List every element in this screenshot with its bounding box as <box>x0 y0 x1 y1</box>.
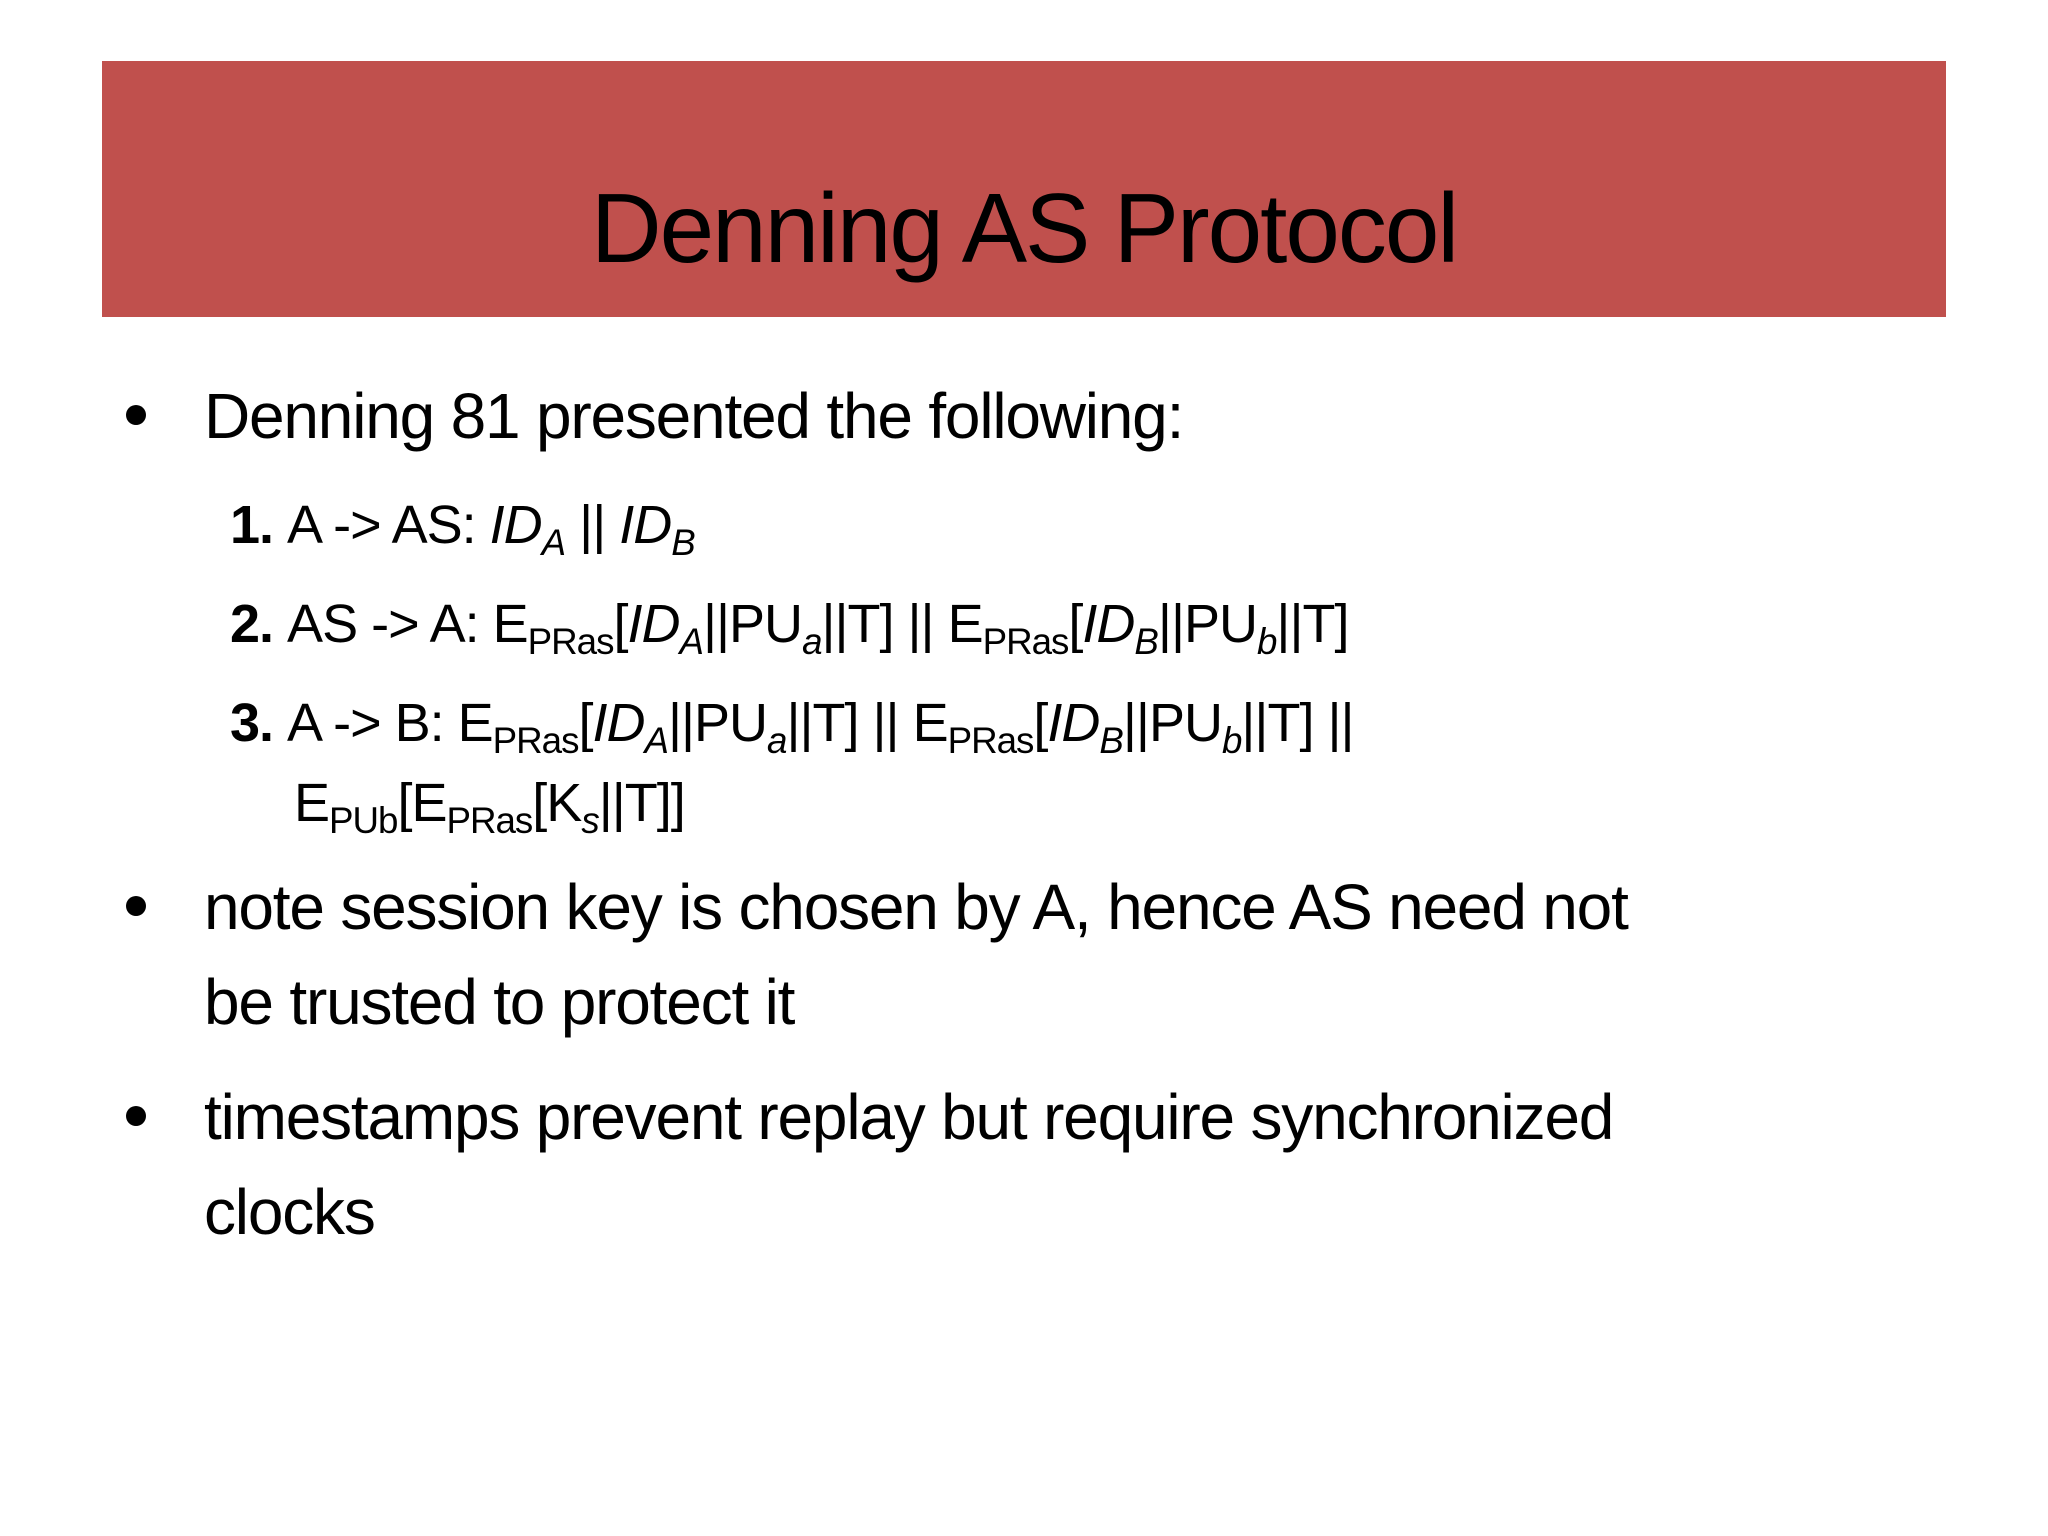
step-text: ||T] || <box>1241 693 1354 753</box>
step-text: ||PU <box>702 594 803 654</box>
step-text: [ <box>1068 594 1083 654</box>
step-text: A -> B: E <box>287 693 494 753</box>
step-number: 2. <box>230 594 274 654</box>
bullet-icon <box>126 1106 146 1126</box>
subscript: B <box>1134 620 1158 662</box>
step-text: ||PU <box>1157 594 1258 654</box>
subscript: a <box>802 620 822 662</box>
identifier: ID <box>1082 594 1135 654</box>
step-number: 3. <box>230 693 274 753</box>
step-text: E <box>294 773 330 833</box>
identifier: ID <box>627 594 680 654</box>
subscript: PRas <box>527 620 615 662</box>
identifier: ID <box>619 495 672 555</box>
step-text: ||T]] <box>598 773 686 833</box>
step-text: [ <box>578 693 593 753</box>
protocol-step-3: 3.A -> B: EPRas[IDA||PUa||T] || EPRas[ID… <box>230 693 1355 759</box>
step-text: ||T] <box>1276 594 1349 654</box>
subscript: PRas <box>492 719 580 761</box>
subscript: PRas <box>947 719 1035 761</box>
subscript: PRas <box>982 620 1070 662</box>
concat-operator: || <box>565 495 620 555</box>
step-text: A -> AS: <box>287 495 490 555</box>
bullet-icon <box>126 405 146 425</box>
step-text: [ <box>613 594 628 654</box>
identifier: ID <box>592 693 645 753</box>
step-text: [E <box>397 773 447 833</box>
step-number: 1. <box>230 495 274 555</box>
subscript: b <box>1257 620 1277 662</box>
title-bar: Denning AS Protocol <box>102 61 1946 317</box>
subscript: a <box>767 719 787 761</box>
subscript: PUb <box>329 799 398 841</box>
subscript: s <box>581 799 599 841</box>
protocol-step-3-continuation: EPUb[EPRas[Ks||T]] <box>294 773 686 839</box>
subscript: B <box>671 521 695 563</box>
protocol-step-2: 2.AS -> A: EPRas[IDA||PUa||T] || EPRas[I… <box>230 594 1349 660</box>
subscript: b <box>1221 719 1242 761</box>
step-text: ||T] || E <box>821 594 983 654</box>
identifier: ID <box>489 495 543 555</box>
step-text: ||PU <box>667 693 768 753</box>
subscript: A <box>644 719 668 761</box>
bullet-3-line-2: clocks <box>204 1176 376 1248</box>
bullet-2-line-2: be trusted to protect it <box>204 966 795 1038</box>
subscript: A <box>541 521 566 563</box>
bullet-3-line-1: timestamps prevent replay but require sy… <box>204 1081 1614 1153</box>
subscript: PRas <box>446 799 534 841</box>
bullet-icon <box>126 896 146 916</box>
step-text: [ <box>1033 693 1048 753</box>
bullet-2-line-1: note session key is chosen by A, hence A… <box>204 871 1629 943</box>
subscript: B <box>1099 719 1123 761</box>
subscript: A <box>679 620 703 662</box>
identifier: ID <box>1047 693 1100 753</box>
protocol-step-1: 1.A -> AS: IDA || IDB <box>230 495 696 561</box>
step-text: [K <box>532 773 582 833</box>
bullet-1-text: Denning 81 presented the following: <box>204 380 1184 452</box>
step-text: ||T] || E <box>786 693 948 753</box>
step-text: ||PU <box>1122 693 1223 753</box>
slide-title: Denning AS Protocol <box>590 173 1459 283</box>
step-text: AS -> A: E <box>287 594 529 654</box>
